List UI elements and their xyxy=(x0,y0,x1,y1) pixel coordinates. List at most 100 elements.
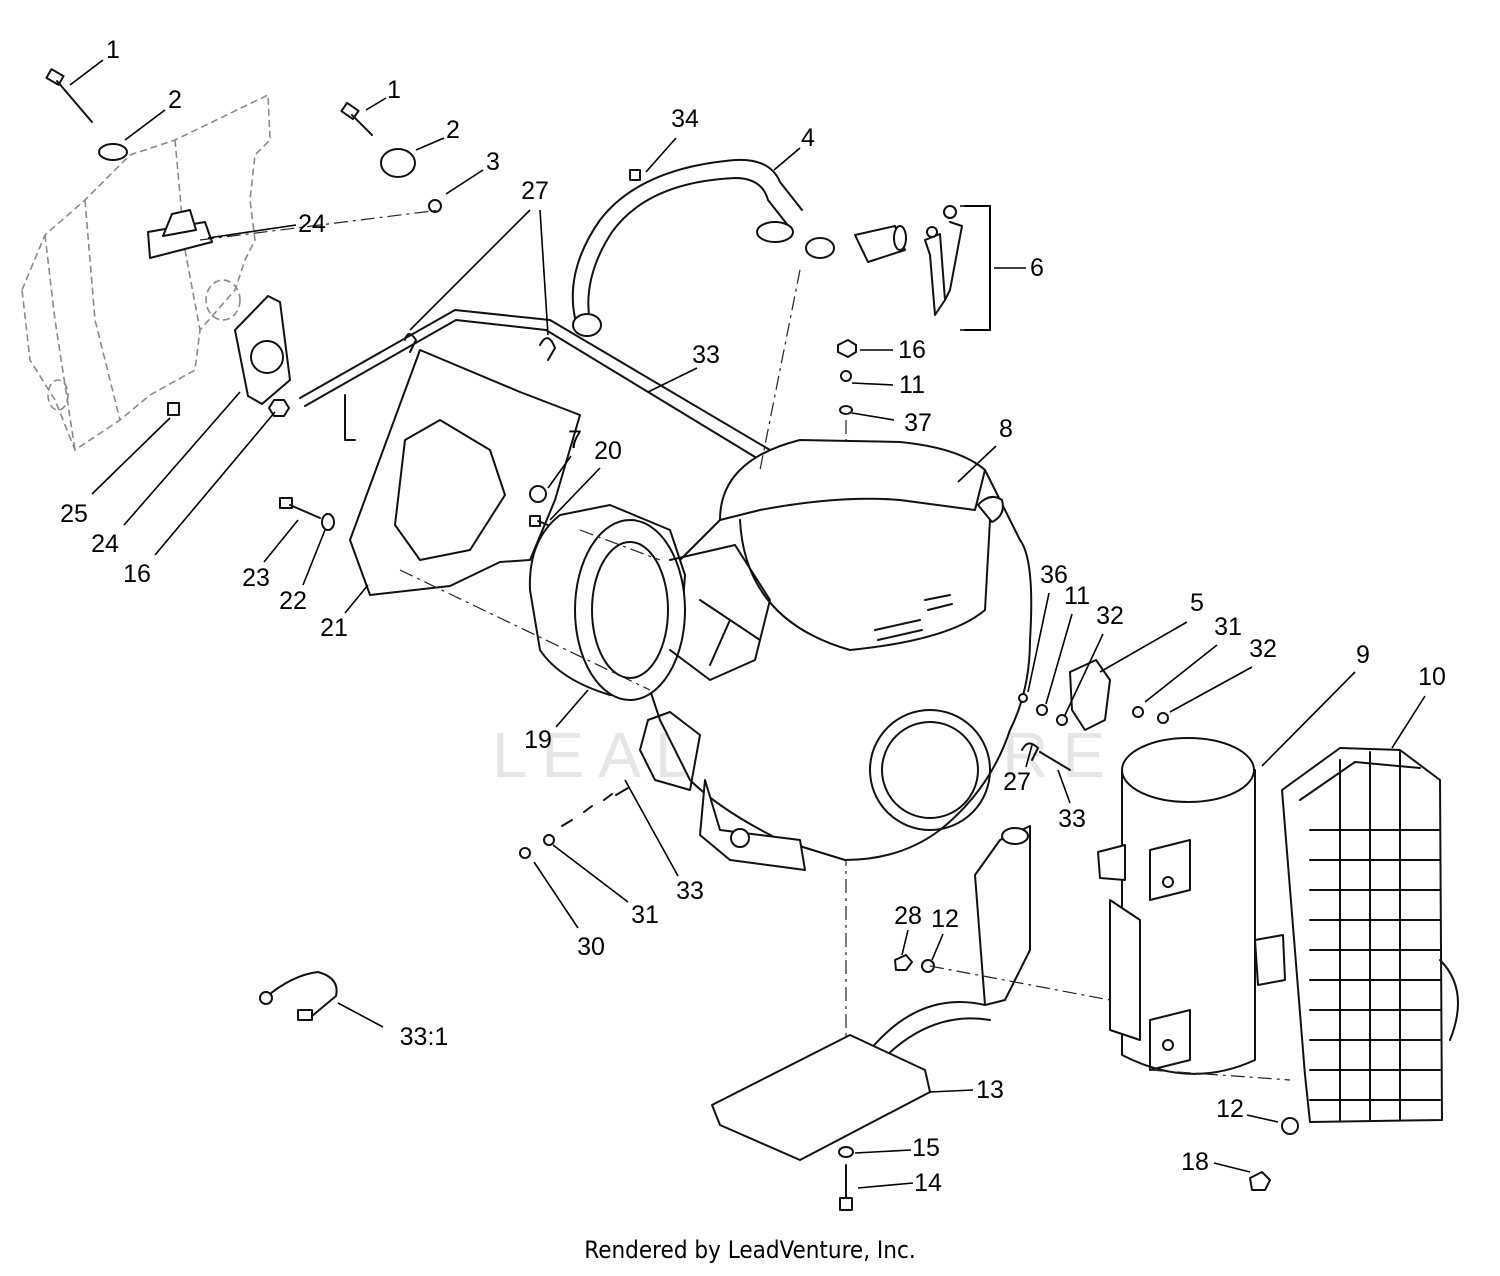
callout-33-13: 33 xyxy=(692,341,720,369)
callout-4-8: 4 xyxy=(801,124,815,152)
callout-34-7: 34 xyxy=(671,105,699,133)
leader-14-42 xyxy=(857,1182,914,1189)
nut-16-left xyxy=(268,399,290,417)
leader-21-22 xyxy=(344,584,369,614)
leader-5-26 xyxy=(1099,621,1188,673)
blower-housing-19 xyxy=(528,504,771,791)
isolator-mount-24-left xyxy=(147,209,213,259)
leader-22-21 xyxy=(302,529,326,586)
leader-11-11 xyxy=(851,382,894,386)
callout-19-31: 19 xyxy=(524,726,552,754)
muffler-guard-10 xyxy=(1281,747,1459,1123)
callout-16-10: 16 xyxy=(898,336,926,364)
callout-20-16: 20 xyxy=(594,437,622,465)
washer-22 xyxy=(321,513,335,531)
wire-33-lower xyxy=(1039,751,1071,771)
nut-28 xyxy=(894,954,913,971)
bolt-1-left xyxy=(45,68,93,123)
callout-23-20: 23 xyxy=(242,564,270,592)
leader-12-38 xyxy=(931,933,944,961)
callout-15-41: 15 xyxy=(912,1134,940,1162)
callout-13-40: 13 xyxy=(976,1076,1004,1104)
nut-32-right xyxy=(1157,712,1169,724)
leader-28-37 xyxy=(901,929,909,956)
engine-mount-plate-21 xyxy=(349,349,581,596)
leader-18-44 xyxy=(1213,1162,1251,1173)
nut-7 xyxy=(529,485,547,503)
callout-1-0: 1 xyxy=(106,36,120,64)
washer-12-guard xyxy=(1281,1117,1299,1135)
lockwasher-11-right xyxy=(1036,704,1048,716)
base-plate-13 xyxy=(711,1034,931,1161)
leader-12-43 xyxy=(1246,1114,1279,1123)
leader-27-32 xyxy=(1025,744,1033,768)
wire-harness-33-1 xyxy=(259,971,338,1021)
callout-7-15: 7 xyxy=(568,426,582,454)
bolt-25 xyxy=(167,402,180,416)
muffler-9 xyxy=(1097,737,1286,1075)
leader-3-5 xyxy=(445,169,484,195)
leader-25-17 xyxy=(91,417,171,495)
leader-37-12 xyxy=(851,412,895,421)
exhaust-pipe-4 xyxy=(571,158,907,337)
callout-33-33: 33 xyxy=(1058,805,1086,833)
leader-9-29 xyxy=(1261,671,1356,767)
leader-16-19 xyxy=(154,411,276,556)
callout-6-9: 6 xyxy=(1030,254,1044,282)
callout-36-23: 36 xyxy=(1040,561,1068,589)
callout-28-37: 28 xyxy=(894,902,922,930)
callout-27-32: 27 xyxy=(1003,768,1031,796)
nut-16-top xyxy=(837,339,857,358)
leader-2-4 xyxy=(415,137,445,151)
nut-3 xyxy=(428,199,442,213)
bolt-14 xyxy=(839,1164,853,1211)
callout-30-36: 30 xyxy=(577,933,605,961)
leader-32-28 xyxy=(1169,666,1253,713)
callout-33-1-39: 33:1 xyxy=(400,1023,449,1051)
leader-10-30 xyxy=(1391,695,1426,749)
frame-ghost xyxy=(21,93,271,452)
muffler-bracket xyxy=(869,825,1031,1063)
callout-8-14: 8 xyxy=(999,415,1013,443)
leader-11-24 xyxy=(1045,613,1073,705)
callout-5-26: 5 xyxy=(1190,589,1204,617)
callout-9-29: 9 xyxy=(1356,641,1370,669)
footer-credit: Rendered by LeadVenture, Inc. xyxy=(584,1236,916,1264)
engine-8 xyxy=(649,439,1033,871)
bolt-1-right xyxy=(340,101,373,136)
leader-19-31 xyxy=(555,689,589,728)
leader-33-34 xyxy=(624,779,679,877)
leader-7-15 xyxy=(547,455,572,489)
callout-37-12: 37 xyxy=(904,409,932,437)
callout-31-27: 31 xyxy=(1214,613,1242,641)
leader-31-35 xyxy=(552,844,629,903)
callout-32-28: 32 xyxy=(1249,635,1277,663)
callout-16-19: 16 xyxy=(123,560,151,588)
callout-31-35: 31 xyxy=(631,901,659,929)
leader-1-0 xyxy=(69,59,104,86)
leader-33-1-39 xyxy=(337,1002,384,1028)
leader-8-14 xyxy=(957,445,997,483)
leader-13-40 xyxy=(929,1089,974,1093)
clamp-27-lower xyxy=(1021,742,1039,761)
clamp-bracket-6 xyxy=(924,205,991,331)
callout-11-24: 11 xyxy=(1064,582,1090,610)
callout-33-34: 33 xyxy=(676,877,704,905)
callout-leaders xyxy=(69,59,1426,1189)
leader-27-6 xyxy=(409,209,531,331)
leader-33-13 xyxy=(647,367,698,393)
callout-27-6: 27 xyxy=(521,177,549,205)
washer-31-right xyxy=(1132,706,1144,718)
leader-36-23 xyxy=(1027,592,1050,693)
callout-24-2: 24 xyxy=(298,210,326,238)
leader-31-27 xyxy=(1144,644,1218,703)
alignment-lines xyxy=(199,209,1291,1081)
leader-15-41 xyxy=(854,1149,912,1154)
nut-32-left xyxy=(1056,714,1068,726)
leader-24-2 xyxy=(207,224,297,239)
lockwasher-36 xyxy=(1018,693,1028,703)
leader-20-16 xyxy=(549,467,601,521)
callout-24-18: 24 xyxy=(91,530,119,558)
